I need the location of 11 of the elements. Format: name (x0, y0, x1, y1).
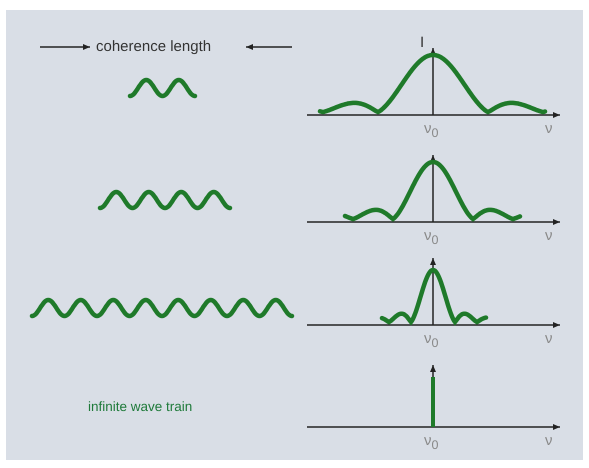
center-frequency-label: ν$_{0}$ (424, 331, 438, 350)
intensity-axis-label: I (420, 35, 424, 50)
coherence-length-label: coherence length (96, 39, 212, 54)
center-frequency-label: ν$_{0}$ (424, 121, 438, 140)
frequency-axis-label: ν (545, 331, 552, 346)
center-frequency-label: ν$_{0}$ (424, 228, 438, 246)
center-frequency-label: ν$_{0}$ (424, 433, 438, 452)
frequency-axis-label: ν (545, 228, 552, 243)
infinite-wave-train-label: infinite wave train (88, 400, 192, 414)
frequency-axis-label: ν (545, 121, 552, 136)
frequency-axis-label: ν (545, 433, 552, 448)
